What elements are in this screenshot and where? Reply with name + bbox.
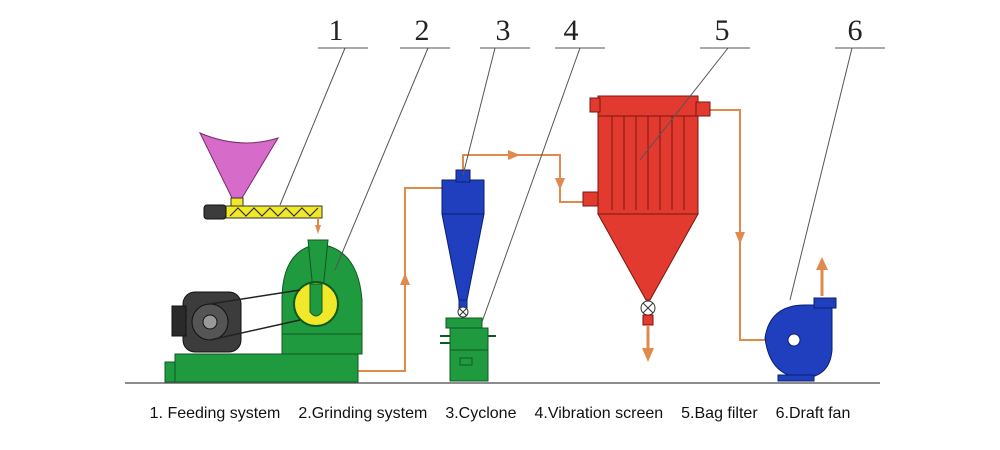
legend: 1. Feeding system 2.Grinding system 3.Cy… [0,405,1000,435]
legend-item-bag-filter: 5.Bag filter [681,405,758,422]
screw-flights [229,207,319,217]
label-5: 5 [715,14,730,47]
mill-base [174,353,359,383]
label-6: 6 [848,14,863,47]
legend-item-draft-fan: 6.Draft fan [775,405,851,422]
grinding-system [164,239,363,383]
hopper [198,132,280,199]
legend-item-cyclone: 3.Cyclone [445,405,517,422]
pipework [358,109,772,372]
leader-lines [279,47,885,323]
label-4: 4 [564,14,579,47]
feeder-motor [203,204,227,220]
vibration-screen [440,306,496,382]
cyclone [441,169,485,309]
mill-motor [171,289,301,353]
legend-item-feeding-system: 1. Feeding system [149,405,281,422]
flow-arrows [315,150,745,285]
feeding-system [198,132,323,226]
label-3: 3 [496,14,511,47]
draft-fan [764,257,837,382]
label-2: 2 [415,14,430,47]
legend-item-grinding-system: 2.Grinding system [298,405,428,422]
label-1: 1 [329,14,344,47]
bag-filter [582,95,711,362]
process-diagram: 1 2 3 4 5 6 [125,14,885,384]
legend-item-vibration-screen: 4.Vibration screen [534,405,664,422]
